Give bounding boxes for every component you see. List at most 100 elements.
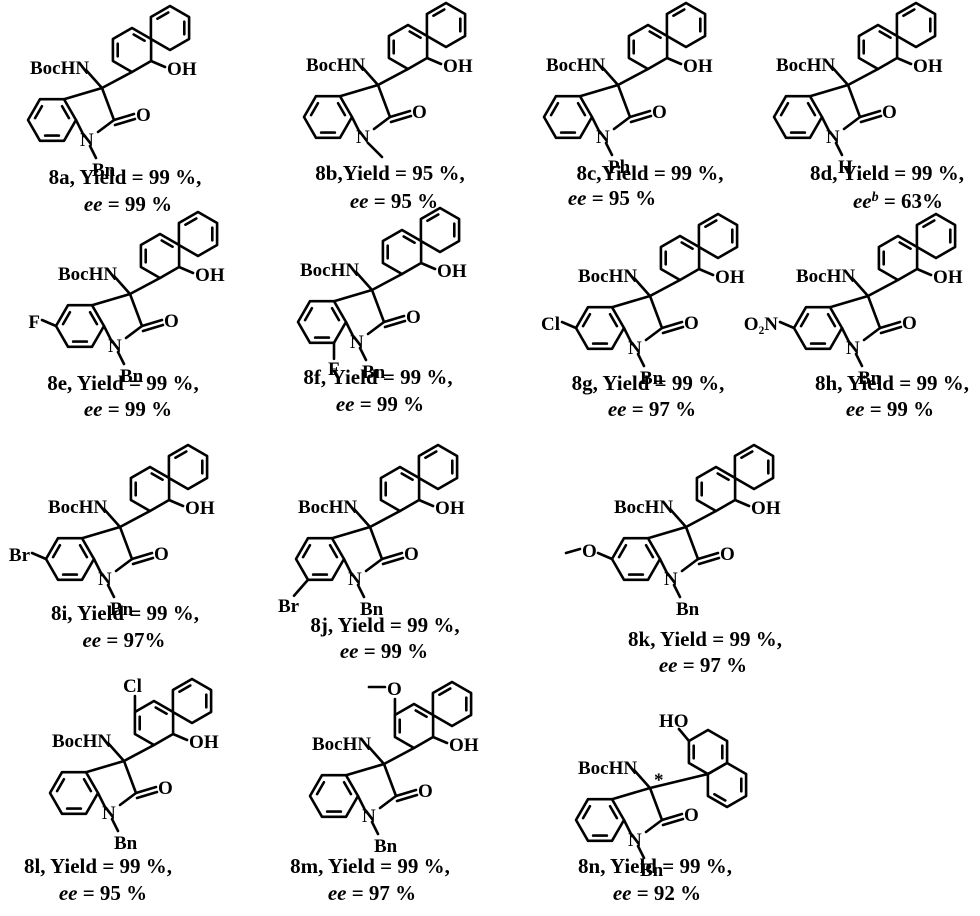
compound-caption: 8j, Yield = 99 %,	[310, 613, 459, 637]
double-bond	[33, 104, 44, 120]
compound-caption: 8i, Yield = 99 %,	[51, 601, 199, 625]
carbonyl-oxygen: O	[406, 307, 421, 328]
carbonyl-bond	[112, 112, 136, 122]
carbonyl-bond	[131, 556, 155, 566]
n-substituent: Ph	[608, 157, 631, 178]
oh-bond	[733, 498, 751, 508]
bond	[658, 557, 670, 577]
compound-caption: 8m, Yield = 99 %,	[290, 854, 450, 878]
compound-caption: 8f, Yield = 99 %,	[303, 365, 452, 389]
double-bond	[432, 8, 446, 18]
bond	[648, 786, 664, 822]
double-bond	[61, 310, 72, 326]
ring-substituent: F	[328, 359, 340, 380]
oh-bond	[149, 59, 167, 69]
nh-bond	[352, 507, 372, 529]
bond	[100, 86, 116, 122]
ee-caption: ee = 95 %	[568, 186, 656, 210]
double-bond	[648, 30, 662, 40]
ee-label: ee	[336, 392, 355, 416]
carbonyl-oxygen: O	[684, 805, 699, 826]
aryl-bond	[382, 746, 416, 766]
bond	[128, 292, 144, 328]
double-bond	[402, 235, 416, 245]
bond	[118, 791, 138, 807]
n-substituent-bond	[834, 141, 844, 157]
compound-caption: 8c,Yield = 99 %,	[576, 161, 723, 185]
ee-caption: ee = 97 %	[608, 397, 696, 421]
substituent-bond	[40, 318, 58, 328]
aryl-bond	[616, 67, 650, 87]
compound-caption: 8h, Yield = 99 %,	[815, 371, 969, 395]
carbonyl-bond	[134, 785, 158, 795]
bond	[622, 818, 634, 838]
carbonyl-oxygen: O	[136, 105, 151, 126]
ee-label: ee	[568, 186, 587, 210]
double-bond	[174, 450, 188, 460]
n-substituent-bond	[370, 820, 380, 836]
bond	[616, 83, 632, 119]
ee-footnote: b	[872, 190, 879, 205]
bond	[102, 324, 114, 344]
oh-bond	[177, 265, 195, 275]
bond	[382, 762, 398, 798]
double-bond	[55, 777, 66, 793]
double-bond	[716, 472, 730, 482]
double-bond	[549, 101, 560, 117]
bochn-label: BocHN	[306, 55, 365, 76]
substituent-bond	[292, 578, 310, 598]
double-bond	[150, 472, 164, 482]
nh-bond	[354, 270, 374, 292]
ee-value: = 92 %	[631, 881, 701, 905]
hydroxyl-label: OH	[683, 56, 713, 77]
double-bond	[160, 239, 174, 249]
ee-value: = 97 %	[677, 653, 747, 677]
double-bond	[88, 310, 99, 326]
carbonyl-bond	[389, 114, 413, 124]
double-bond	[878, 30, 892, 40]
bond	[96, 118, 116, 134]
double-bond	[438, 687, 452, 697]
carbonyl-bond	[879, 325, 903, 335]
ee-value: = 95 %	[77, 881, 147, 905]
naphthol-ring-b	[417, 443, 459, 491]
compound-caption: 8b,Yield = 95 %,	[315, 161, 464, 185]
aryl-bond	[122, 743, 156, 763]
bond	[338, 83, 380, 98]
ee-value: = 99 %	[354, 392, 424, 416]
carbonyl-bond	[858, 109, 882, 119]
ring-substituent: Br	[278, 596, 300, 617]
bochn-label: BocHN	[776, 55, 835, 76]
bochn-label: BocHN	[578, 758, 637, 779]
aryl-bond	[128, 276, 162, 296]
double-bond	[680, 241, 694, 251]
carbonyl-bond	[859, 114, 883, 124]
ee-caption: ee = 97 %	[659, 653, 747, 677]
ee-label: ee	[82, 628, 101, 652]
n-substituent: H	[838, 157, 853, 178]
carbonyl-bond	[141, 323, 165, 333]
bochn-label: BocHN	[796, 266, 855, 287]
oh-bond	[895, 56, 913, 66]
bond	[840, 326, 852, 346]
hydroxyl-label: OH	[195, 265, 225, 286]
stereocenter-mark: *	[654, 770, 664, 791]
carbonyl-oxygen: O	[154, 544, 169, 565]
ee-label: ee	[328, 881, 347, 905]
naphthol-ring-b	[733, 443, 775, 491]
double-bond	[644, 543, 655, 559]
hydroxyl-label: HO	[659, 711, 689, 732]
ee-label: ee	[659, 653, 678, 677]
bond	[644, 818, 664, 834]
double-bond	[779, 101, 790, 117]
ee-label: ee	[340, 639, 359, 663]
bond	[344, 320, 356, 340]
naphthol-ring-b	[149, 4, 191, 52]
double-bond	[309, 101, 320, 117]
bond	[344, 762, 386, 777]
nh-bond	[84, 68, 104, 90]
